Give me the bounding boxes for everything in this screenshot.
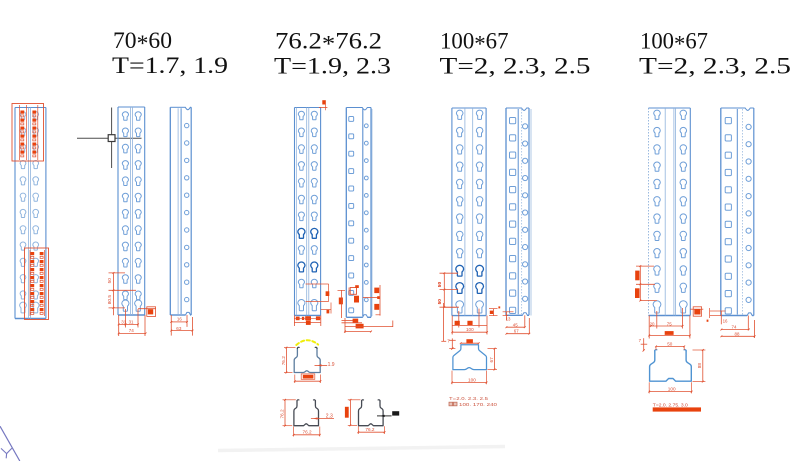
svg-text:63: 63: [176, 326, 182, 331]
svg-text:16: 16: [177, 317, 182, 322]
svg-text:31: 31: [121, 320, 126, 325]
svg-text:80.5: 80.5: [107, 295, 113, 305]
svg-text:67: 67: [489, 357, 494, 363]
svg-text:76.2: 76.2: [279, 409, 284, 419]
svg-text:100*​67: 100*​67: [640, 28, 708, 57]
svg-text:50: 50: [107, 278, 113, 284]
svg-text:74: 74: [129, 328, 135, 333]
svg-text:T=2, 2.3, 2.5: T=2, 2.3, 2.5: [440, 54, 591, 80]
svg-text:100: 100: [466, 327, 474, 332]
svg-text:20: 20: [650, 321, 655, 326]
svg-text:13: 13: [506, 316, 511, 321]
svg-text:2.3: 2.3: [326, 413, 333, 419]
svg-text:76.2*​76.2: 76.2*​76.2: [275, 29, 382, 58]
svg-text:100. 170. 240: 100. 170. 240: [459, 402, 497, 408]
svg-text:31: 31: [129, 320, 134, 325]
svg-text:7: 7: [639, 338, 642, 343]
svg-text:100: 100: [668, 386, 676, 391]
svg-text:76.2: 76.2: [365, 427, 375, 432]
svg-text:50: 50: [437, 282, 443, 288]
svg-text:75: 75: [667, 321, 672, 326]
svg-text:16: 16: [723, 318, 728, 323]
svg-text:100: 100: [468, 377, 476, 382]
svg-text:T=2.0. 2.75. 3.0: T=2.0. 2.75. 3.0: [653, 403, 688, 409]
svg-text:50: 50: [667, 341, 673, 346]
svg-text:100*​67: 100*​67: [440, 28, 509, 57]
svg-text:50: 50: [437, 299, 443, 305]
svg-text:7: 7: [447, 338, 450, 343]
svg-text:74: 74: [732, 324, 737, 329]
svg-text:T=1.7, 1.9: T=1.7, 1.9: [112, 53, 228, 79]
svg-text:T=1.9, 2.3: T=1.9, 2.3: [274, 54, 391, 80]
svg-text:45: 45: [513, 322, 518, 327]
svg-text:T=2.0. 2.3. 2.5: T=2.0. 2.3. 2.5: [449, 396, 488, 402]
svg-text:1.9: 1.9: [328, 362, 335, 368]
svg-text:76.2: 76.2: [281, 356, 286, 366]
svg-text:T=2, 2.3, 2.5: T=2, 2.3, 2.5: [639, 54, 791, 80]
svg-text:88: 88: [735, 331, 740, 336]
svg-text:70*​60: 70*​60: [113, 28, 172, 57]
svg-text:76.2: 76.2: [303, 430, 313, 435]
svg-text:67: 67: [514, 329, 519, 334]
svg-text:88: 88: [697, 363, 702, 369]
